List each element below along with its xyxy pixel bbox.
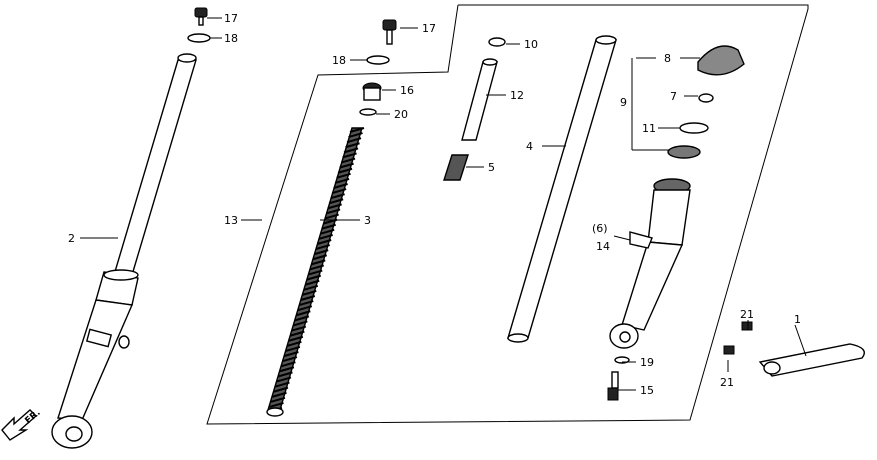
callout-9: 9	[620, 96, 627, 109]
callout-11: 11	[642, 122, 656, 135]
outer-slider	[607, 178, 691, 401]
callout-14: 14	[596, 240, 610, 253]
callout-1: 1	[794, 313, 801, 326]
callout-10: 10	[524, 38, 538, 51]
top-bolt-group	[359, 19, 397, 116]
callout-19: 19	[640, 356, 654, 369]
callout-16: 16	[400, 84, 414, 97]
callout-15: 15	[640, 384, 654, 397]
callout-18: 18	[224, 32, 238, 45]
callout-18-right: 18	[332, 54, 346, 67]
inner-fork-tube	[507, 35, 617, 343]
front-direction-arrow: FR.	[1, 408, 43, 441]
callout-21-bottom: 21	[720, 376, 734, 389]
callout-4: 4	[526, 140, 533, 153]
callout-12: 12	[510, 89, 524, 102]
callout-17: 17	[224, 12, 238, 25]
callout-labels: 17 18 2 13 3 17 18 16 20 10 12 5 4 8 9 7…	[68, 12, 801, 397]
callout-2: 2	[68, 232, 75, 245]
callout-13: 13	[224, 214, 238, 227]
callout-7: 7	[670, 90, 677, 103]
seal-group	[667, 45, 745, 159]
callout-21-top: 21	[740, 308, 754, 321]
callout-8: 8	[664, 52, 671, 65]
front-direction-label: FR.	[24, 408, 43, 426]
callout-3: 3	[364, 214, 371, 227]
fork-leg-assembly	[51, 7, 211, 449]
leader-lines	[80, 17, 807, 391]
damper-piston-group	[443, 37, 506, 181]
assembly-outline	[206, 4, 809, 425]
callout-20: 20	[394, 108, 408, 121]
callout-5: 5	[488, 161, 495, 174]
callout-17-right: 17	[422, 22, 436, 35]
stay-bracket-group	[723, 321, 865, 377]
fork-spring	[266, 127, 365, 417]
callout-6: (6)	[592, 222, 608, 235]
